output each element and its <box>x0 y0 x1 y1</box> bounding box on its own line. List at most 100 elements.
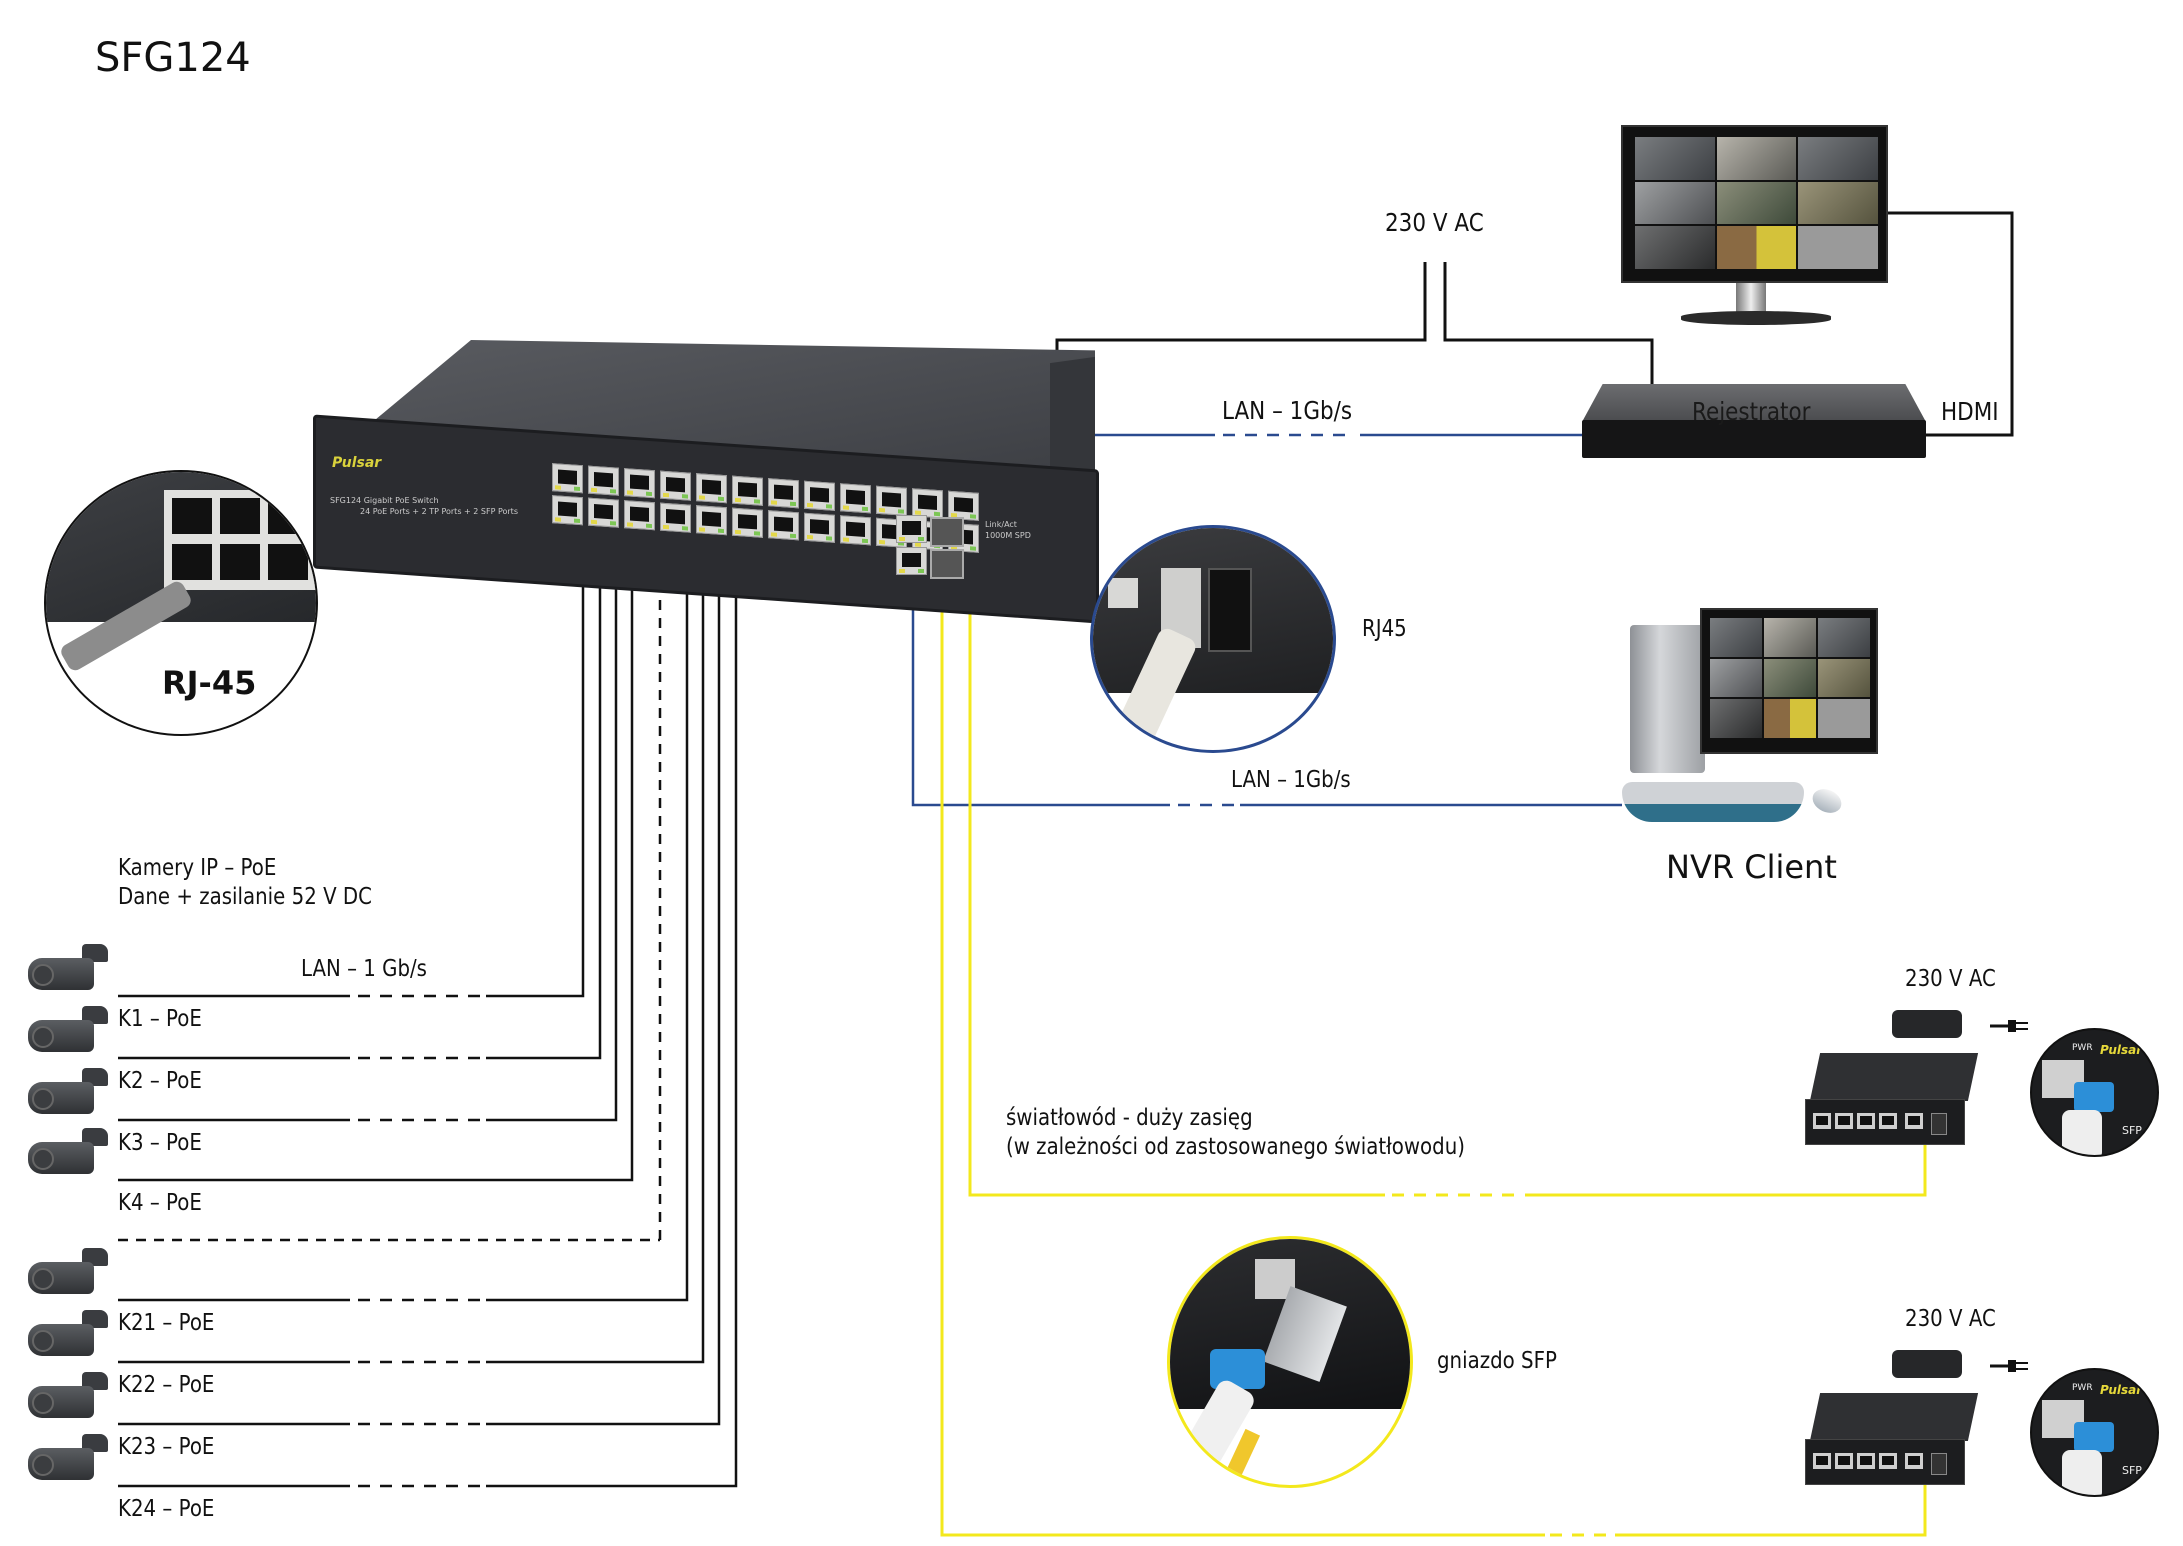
power-wire-recorder <box>1443 262 1654 384</box>
poe-port-2[interactable] <box>552 463 583 494</box>
camera-label: K24 – PoE <box>118 1496 215 1522</box>
ip-camera-icon <box>28 1310 110 1362</box>
camera-label: K1 – PoE <box>118 1006 202 1032</box>
power-wire-switch <box>1055 262 1427 380</box>
switch-spec-line: 24 PoE Ports + 2 TP Ports + 2 SFP Ports <box>360 507 518 516</box>
remote-zoom-brand: Pulsar <box>2100 1383 2143 1397</box>
fiber-wire-2 <box>940 560 1545 1537</box>
camera-wire-k21-end <box>486 540 689 1302</box>
cameras-heading-line1: Kamery IP – PoE <box>118 855 277 881</box>
pc-tower-icon <box>1630 625 1705 773</box>
poe-port-13[interactable] <box>768 510 799 541</box>
ip-camera-icon <box>28 1068 110 1120</box>
poe-port-5[interactable] <box>624 500 655 531</box>
camera-label: K22 – PoE <box>118 1372 215 1398</box>
camera-wires <box>118 540 738 1488</box>
poe-port-11[interactable] <box>732 507 763 538</box>
client-lan-label: LAN – 1Gb/s <box>1231 767 1351 793</box>
nvr-client-label: NVR Client <box>1666 848 1837 886</box>
power-plug-icon <box>1990 1018 2030 1032</box>
sfp-port-28[interactable] <box>930 517 964 547</box>
poe-port-14[interactable] <box>768 478 799 509</box>
monitor-base <box>1681 311 1831 325</box>
rj45-port-zoom-circle <box>1090 525 1336 753</box>
camera-wire-k3-end <box>486 540 618 1122</box>
poe-port-22[interactable] <box>912 488 943 519</box>
monitor-camera-grid <box>1635 137 1878 269</box>
monitor-frame <box>1621 125 1888 283</box>
remote-zoom-led-label: PWR <box>2072 1383 2093 1393</box>
monitor-stand <box>1736 283 1766 313</box>
fiber-label-line2: (w zależności od zastosowanego światłowo… <box>1006 1134 1465 1160</box>
camera-label: K3 – PoE <box>118 1130 202 1156</box>
remote-zoom-port-label: SFP <box>2122 1464 2142 1477</box>
recorder-power-label: 230 V AC <box>1385 208 1484 237</box>
rj45-port-label: RJ45 <box>1362 616 1407 642</box>
camera-wire-k4 <box>118 540 634 1182</box>
remote-sfp-zoom-circle: Pulsar PWR SFP <box>2030 1028 2159 1157</box>
switch-brand-logo: Pulsar <box>332 455 382 471</box>
hdmi-wire <box>1885 211 2014 437</box>
camera-wire-k23-end <box>486 540 721 1426</box>
poe-port-1[interactable] <box>552 495 583 526</box>
remote-zoom-port-label: SFP <box>2122 1124 2142 1137</box>
camera-label: K4 – PoE <box>118 1190 202 1216</box>
poe-port-9[interactable] <box>696 505 727 536</box>
camera-label: K2 – PoE <box>118 1068 202 1094</box>
switch-model-line: SFG124 Gigabit PoE Switch <box>330 496 439 505</box>
recorder-device <box>1582 384 1926 458</box>
poe-port-12[interactable] <box>732 475 763 506</box>
pc-monitor <box>1700 608 1878 754</box>
lan-wire-client <box>911 560 1170 807</box>
ip-camera-icon <box>28 1128 110 1180</box>
recorder-label: Rejestrator <box>1692 397 1811 426</box>
poe-port-8[interactable] <box>660 470 691 501</box>
power-plug-icon <box>1990 1358 2030 1372</box>
remote-lc-connector-icon <box>2074 1082 2114 1112</box>
remote-zoom-led-label: PWR <box>2072 1043 2093 1053</box>
camera-label: K21 – PoE <box>118 1310 215 1336</box>
camera-wire-k22-end <box>486 540 705 1364</box>
rj45-zoom-circle: RJ-45 <box>44 470 318 736</box>
poe-port-17[interactable] <box>840 515 871 546</box>
poe-port-10[interactable] <box>696 473 727 504</box>
poe-port-6[interactable] <box>624 468 655 499</box>
fiber-label-line1: światłowód - duży zasięg <box>1006 1105 1253 1131</box>
rj45-zoom-label: RJ-45 <box>162 664 257 702</box>
camera-wire-k24-end <box>486 540 738 1488</box>
poe-port-15[interactable] <box>804 512 835 543</box>
remote-power-label: 230 V AC <box>1905 966 1996 992</box>
ip-camera-icon <box>28 944 110 996</box>
camera-label: K23 – PoE <box>118 1434 215 1460</box>
remote-lc-connector-icon <box>2074 1422 2114 1452</box>
uplink-port-tp25[interactable] <box>896 547 927 575</box>
remote-poe-switch <box>1805 1393 1979 1493</box>
poe-port-18[interactable] <box>840 483 871 514</box>
cameras-lan-label: LAN – 1 Gb/s <box>301 956 428 982</box>
poe-port-16[interactable] <box>804 480 835 511</box>
status-led-link: Link/Act <box>985 520 1017 529</box>
diagram-title: SFG124 <box>95 35 251 81</box>
power-adapter-icon <box>1892 1350 1962 1378</box>
camera-wire-k1-end <box>486 540 585 998</box>
poe-port-3[interactable] <box>588 497 619 528</box>
sfp-port-27[interactable] <box>930 549 964 579</box>
poe-port-7[interactable] <box>660 502 691 533</box>
rj45-zoom-port-block <box>164 490 316 590</box>
recorder-monitor <box>1621 125 1888 325</box>
power-adapter-icon <box>1892 1010 1962 1038</box>
poe-port-20[interactable] <box>876 485 907 516</box>
poe-port-4[interactable] <box>588 465 619 496</box>
status-led-speed: 1000M SPD <box>985 531 1031 540</box>
ip-camera-icon <box>28 1006 110 1058</box>
ip-camera-icon <box>28 1372 110 1424</box>
uplink-port-tp26[interactable] <box>896 515 927 543</box>
ip-camera-icon <box>28 1434 110 1486</box>
remote-poe-switch <box>1805 1053 1979 1153</box>
recorder-lan-label: LAN – 1Gb/s <box>1222 396 1353 425</box>
hdmi-label: HDMI <box>1941 397 1999 426</box>
ip-camera-icon <box>28 1248 110 1300</box>
remote-zoom-brand: Pulsar <box>2100 1043 2143 1057</box>
keyboard-icon <box>1622 782 1804 822</box>
cameras-heading-line2: Dane + zasilanie 52 V DC <box>118 884 372 910</box>
